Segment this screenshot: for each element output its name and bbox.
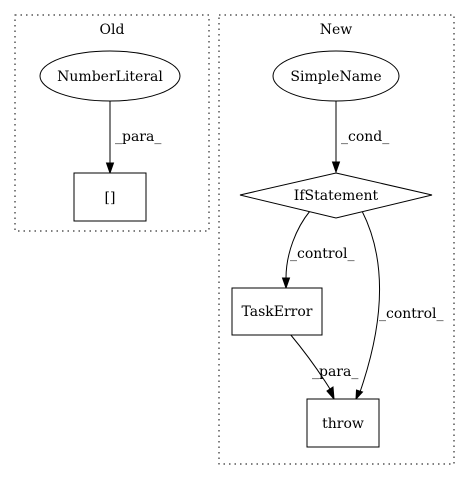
node-ifstatement: IfStatement [239, 172, 433, 219]
edge-ifstatement-to-throw-arrowhead [355, 389, 364, 401]
edge-simplename-to-ifstatement: _cond_ [331, 101, 389, 174]
cluster-old-border [14, 14, 210, 232]
node-ifstatement-label: IfStatement [294, 188, 379, 204]
edge-simplename-to-ifstatement-arrowhead [331, 161, 341, 174]
node-simplename-label: SimpleName [290, 69, 381, 85]
node-simplename-shape [272, 50, 400, 102]
node-ifstatement-shape [239, 172, 433, 219]
edge-ifstatement-to-taskerror-line [285, 210, 311, 279]
edge-numberliteral-to-brackets-arrowhead [105, 162, 115, 175]
edge-ifstatement-to-taskerror: _control_ [281, 210, 355, 290]
edge-taskerror-to-throw-label: _para_ [312, 364, 358, 380]
edge-ifstatement-to-throw-label: _control_ [379, 306, 444, 322]
edge-taskerror-to-throw-arrowhead [326, 386, 335, 401]
edge-ifstatement-to-throw: _control_ [355, 210, 444, 401]
edge-taskerror-to-throw-line [289, 333, 331, 390]
node-throw-shape [306, 398, 380, 448]
cluster-new-label: New [320, 22, 353, 38]
edge-taskerror-to-throw: _para_ [289, 333, 358, 401]
node-throw: throw [306, 398, 380, 448]
node-taskerror: TaskError [231, 287, 323, 336]
edge-simplename-to-ifstatement-label: _cond_ [341, 129, 389, 145]
cluster-old: Old [14, 14, 210, 232]
node-simplename: SimpleName [272, 50, 400, 102]
cluster-new: New [218, 14, 455, 465]
edge-numberliteral-to-brackets: _para_ [105, 101, 161, 175]
edge-ifstatement-to-throw-line [359, 210, 380, 393]
node-brackets: [] [73, 172, 147, 222]
node-numberliteral-shape [39, 50, 181, 102]
node-brackets-shape [73, 172, 147, 222]
cluster-old-label: Old [100, 22, 125, 38]
node-taskerror-label: TaskError [242, 304, 313, 320]
node-brackets-label: [] [105, 190, 116, 206]
node-numberliteral-label: NumberLiteral [57, 69, 163, 85]
edge-ifstatement-to-taskerror-arrowhead [281, 277, 291, 290]
node-taskerror-shape [231, 287, 323, 336]
edge-numberliteral-to-brackets-label: _para_ [115, 129, 161, 145]
node-numberliteral: NumberLiteral [39, 50, 181, 102]
edge-ifstatement-to-taskerror-label: _control_ [290, 246, 355, 262]
node-throw-label: throw [322, 416, 364, 432]
